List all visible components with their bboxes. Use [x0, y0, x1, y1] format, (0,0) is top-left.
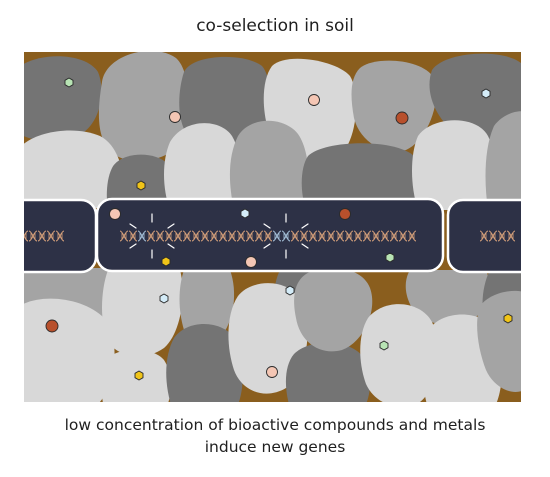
soil-grain — [301, 143, 424, 210]
soil-grain — [102, 270, 183, 357]
soil-scene — [24, 52, 521, 402]
soil-grains-top — [24, 52, 521, 212]
soil-grain — [429, 53, 521, 140]
circle-metal-icon — [245, 256, 257, 268]
soil-grain — [229, 120, 309, 210]
soil-grain — [164, 123, 241, 210]
soil-grain — [24, 130, 124, 208]
soil-grain — [360, 304, 439, 402]
soil-grain — [285, 342, 370, 402]
soil-grain — [351, 60, 437, 152]
soil-grain — [24, 56, 102, 141]
circle-metal-icon — [109, 208, 121, 220]
cell-center — [95, 197, 445, 273]
hexagon-compound-icon — [385, 252, 395, 263]
hexagon-compound-icon — [161, 256, 171, 267]
circle-metal-icon — [266, 366, 278, 378]
figure-title: co-selection in soil — [196, 16, 354, 36]
hexagon-compound-icon — [159, 293, 169, 304]
soil-grain — [485, 111, 521, 210]
circle-metal-icon — [395, 111, 409, 125]
caption: low concentration of bioactive compounds… — [0, 414, 550, 458]
circle-metal-icon — [169, 111, 181, 123]
sparkle-burst-icon — [129, 213, 175, 259]
soil-grain — [405, 270, 490, 326]
circle-metal-icon — [308, 94, 320, 106]
soil-grain — [412, 120, 495, 210]
hexagon-compound-icon — [379, 340, 389, 351]
soil-grain — [294, 267, 373, 352]
soil-grains-bottom — [24, 267, 521, 402]
hexagon-compound-icon — [503, 313, 513, 324]
hexagon-compound-icon — [64, 77, 74, 88]
cell-right — [446, 198, 521, 274]
caption-line-1: low concentration of bioactive compounds… — [64, 416, 486, 434]
soil-grain — [98, 52, 188, 161]
sparkle-burst-icon — [263, 213, 309, 259]
circle-metal-icon — [45, 319, 59, 333]
caption-line-2: induce new genes — [204, 438, 346, 456]
hexagon-compound-icon — [136, 180, 146, 191]
cell-left — [24, 198, 98, 274]
soil-grain — [166, 324, 243, 402]
hexagon-compound-icon — [285, 285, 295, 296]
hexagon-compound-icon — [240, 208, 250, 219]
circle-metal-icon — [339, 208, 351, 220]
soil-grain — [179, 270, 235, 344]
hexagon-compound-icon — [481, 88, 491, 99]
hexagon-compound-icon — [134, 370, 144, 381]
particles — [45, 77, 513, 381]
soil-grain — [228, 283, 308, 394]
